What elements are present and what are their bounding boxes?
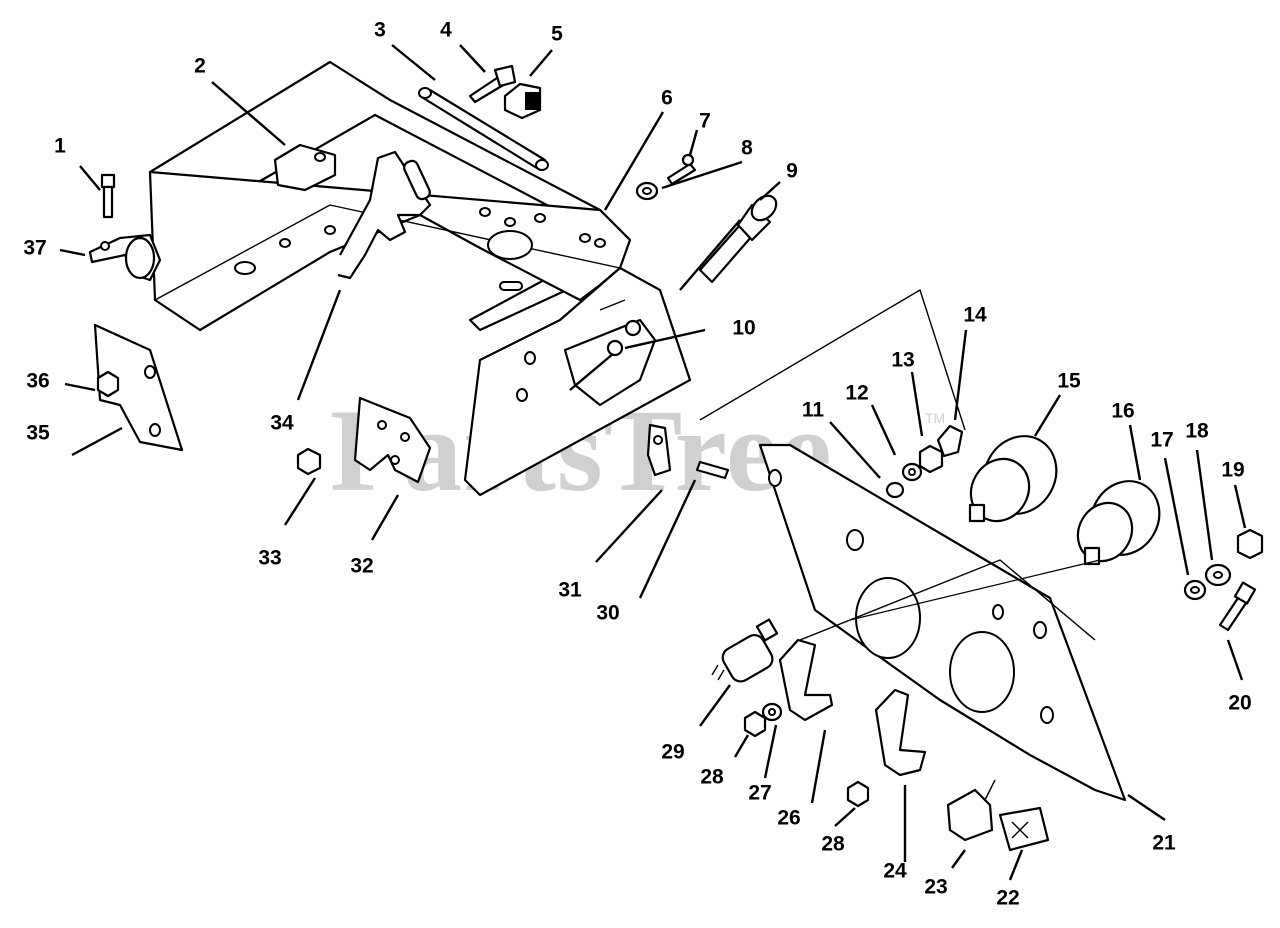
callout-11: 11	[801, 398, 825, 422]
part-11-washer	[885, 481, 905, 499]
part-26-bracket	[778, 638, 834, 722]
part-14-clip	[936, 424, 964, 458]
callout-7: 7	[699, 109, 711, 133]
callout-20: 20	[1228, 691, 1252, 715]
part-4-bolt	[468, 64, 517, 104]
callout-31: 31	[558, 578, 582, 602]
callout-21: 21	[1152, 831, 1176, 855]
part-1-bolt	[100, 173, 116, 219]
trademark-symbol: TM	[925, 410, 946, 426]
part-27-washer	[761, 702, 783, 722]
part-9-plunger	[679, 194, 778, 291]
part-28a-nut	[743, 710, 767, 738]
part-15-gauge	[968, 435, 1058, 523]
part-12-washer	[901, 462, 923, 482]
part-34-linkage	[337, 150, 432, 280]
part-31-clip	[646, 423, 672, 477]
callout-3: 3	[374, 18, 386, 42]
callout-13: 13	[891, 348, 915, 372]
callout-15: 15	[1057, 369, 1081, 393]
part-17-washer	[1183, 579, 1207, 601]
callout-36: 36	[26, 369, 50, 393]
instrument-panel	[758, 443, 1127, 802]
callout-28-lower: 28	[821, 832, 845, 856]
callout-24: 24	[883, 859, 907, 883]
part-30-pin	[695, 460, 730, 480]
dash-support-bracket	[148, 60, 692, 497]
callout-29: 29	[661, 740, 685, 764]
callout-14: 14	[963, 303, 987, 327]
part-16-gauge	[1076, 480, 1161, 566]
part-13-nut	[918, 444, 944, 474]
callout-26: 26	[777, 806, 801, 830]
callout-23: 23	[924, 875, 948, 899]
callout-19: 19	[1221, 458, 1245, 482]
part-19-nut	[1236, 528, 1264, 560]
callout-32: 32	[350, 554, 374, 578]
callout-27: 27	[748, 781, 772, 805]
part-28b-nut	[846, 780, 870, 808]
callout-37: 37	[23, 236, 47, 260]
part-29-ignition-switch	[711, 618, 779, 683]
callout-5: 5	[551, 22, 563, 46]
callout-34: 34	[270, 411, 294, 435]
part-3-rod	[418, 87, 549, 172]
callout-30: 30	[596, 601, 620, 625]
leader-lines	[59, 44, 1247, 881]
callout-10: 10	[732, 316, 756, 340]
callout-28-upper: 28	[700, 765, 724, 789]
part-7-screw	[666, 153, 697, 186]
callout-35: 35	[26, 421, 50, 445]
part-22-clip	[998, 806, 1050, 852]
part-36-nut	[96, 370, 120, 398]
callout-12: 12	[845, 381, 869, 405]
callout-17: 17	[1150, 428, 1174, 452]
part-18-washer	[1204, 563, 1232, 587]
callout-8: 8	[741, 136, 753, 160]
part-37-clamp	[88, 233, 162, 282]
callout-2: 2	[194, 54, 206, 78]
callout-9: 9	[786, 159, 798, 183]
callout-16: 16	[1111, 399, 1135, 423]
callout-18: 18	[1185, 419, 1209, 443]
part-20-bolt	[1218, 581, 1257, 632]
callout-4: 4	[440, 18, 452, 42]
callout-6: 6	[661, 86, 673, 110]
part-24-bracket	[874, 688, 927, 777]
callout-1: 1	[54, 134, 66, 158]
callout-22: 22	[996, 886, 1020, 910]
callout-33: 33	[258, 546, 282, 570]
part-8-washer	[635, 181, 659, 201]
part-33-nut	[296, 447, 322, 476]
part-10-screws	[569, 319, 642, 391]
part-35-plate	[93, 323, 184, 452]
part-23-toggle-switch	[946, 779, 996, 842]
part-32-bracket	[353, 396, 432, 484]
